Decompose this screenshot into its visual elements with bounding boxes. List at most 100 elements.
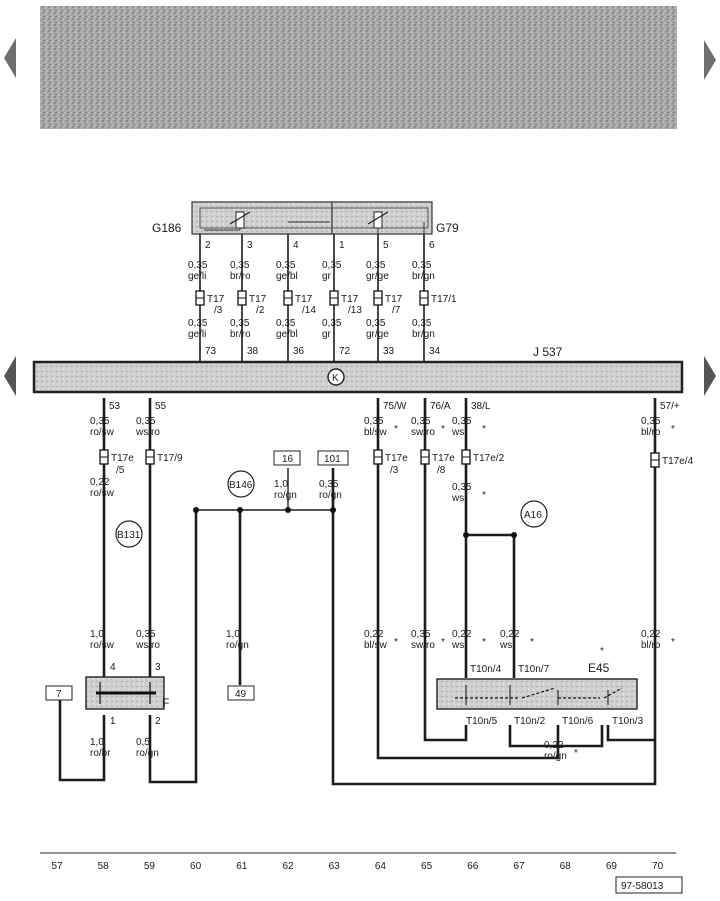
wire-color-label: gr bbox=[322, 329, 332, 340]
wire-color-label: ro/gn bbox=[226, 640, 249, 651]
connector-pin-label: /3 bbox=[390, 465, 399, 476]
wire-color-label: ge/li bbox=[188, 271, 206, 282]
wire-color-label: ro/sw bbox=[90, 488, 115, 499]
wire-size-label: 0,35 bbox=[188, 318, 208, 329]
sensor-pin-label: 5 bbox=[383, 240, 389, 251]
column-number: 64 bbox=[375, 861, 387, 872]
j537-lower-pin-label: 38/L bbox=[471, 401, 491, 412]
b131-splice bbox=[115, 520, 143, 548]
splice-dot bbox=[330, 507, 336, 513]
connector-label: T17 bbox=[249, 294, 267, 305]
right-arrow-top-icon bbox=[704, 40, 716, 80]
column-number: 63 bbox=[329, 861, 341, 872]
wire-color-label: ro/gn bbox=[274, 490, 297, 501]
splice-dot bbox=[463, 532, 469, 538]
relay-pin: 4 bbox=[110, 662, 116, 673]
column-number: 60 bbox=[190, 861, 202, 872]
left-arrow-mid-icon bbox=[4, 356, 16, 396]
wire-size-label: 0,35 bbox=[366, 260, 386, 271]
sensor-pin-label: 2 bbox=[205, 240, 211, 251]
ref-49-label: 49 bbox=[235, 689, 247, 700]
j537-bar bbox=[32, 360, 684, 394]
connector-label: T17/1 bbox=[431, 294, 457, 305]
note-star: * bbox=[441, 637, 445, 648]
column-number: 66 bbox=[467, 861, 479, 872]
sensor-pin-label: 4 bbox=[293, 240, 299, 251]
wire-size-label: 0,35 bbox=[319, 479, 339, 490]
column-number: 59 bbox=[144, 861, 156, 872]
wire-color-label: ro/sw bbox=[90, 640, 115, 651]
wire-size-label: 0,5 bbox=[136, 737, 150, 748]
right-arrow-mid-icon bbox=[704, 356, 716, 396]
wire-size-label: 0,22 bbox=[544, 740, 564, 751]
column-number: 69 bbox=[606, 861, 618, 872]
switch-pin-bottom: T10n/6 bbox=[562, 716, 594, 727]
wire-size-label: 0,35 bbox=[641, 416, 661, 427]
wire-color-label: br/ro bbox=[230, 329, 251, 340]
lower-wires bbox=[58, 398, 657, 786]
j537-lower-pin-label: 55 bbox=[155, 401, 167, 412]
column-number: 65 bbox=[421, 861, 433, 872]
wire-size-label: 0,35 bbox=[276, 260, 296, 271]
connector-pin-label: /3 bbox=[214, 305, 223, 316]
j537-lower-pin-label: 75/W bbox=[383, 401, 407, 412]
j537-pin-label: 34 bbox=[429, 346, 441, 357]
note-star: * bbox=[441, 424, 445, 435]
connector-label: T17e/2 bbox=[473, 453, 505, 464]
b131-label: B131 bbox=[117, 530, 141, 541]
e45-star: * bbox=[600, 646, 604, 657]
ref-16-box bbox=[273, 450, 301, 466]
note-star: * bbox=[482, 637, 486, 648]
column-number: 58 bbox=[98, 861, 110, 872]
wire-size-label: 0,35 bbox=[452, 416, 472, 427]
j537-lower-pin-label: 53 bbox=[109, 401, 121, 412]
wire-color-label: bl/sw bbox=[364, 640, 388, 651]
doc-number: 97-58013 bbox=[621, 881, 664, 892]
wire-size-label: 0,35 bbox=[452, 482, 472, 493]
wire-color-label: ws bbox=[451, 640, 464, 651]
doc-number-box bbox=[615, 876, 683, 894]
j537-label: J 537 bbox=[533, 345, 563, 359]
ref-101-label: 101 bbox=[324, 454, 341, 465]
ref-7-box bbox=[45, 685, 73, 701]
splice-dot bbox=[237, 507, 243, 513]
wire-color-label: br/ro bbox=[230, 271, 251, 282]
ref-16-label: 16 bbox=[282, 454, 294, 465]
splice-dot bbox=[511, 532, 517, 538]
wire-size-label: 0,35 bbox=[230, 260, 250, 271]
wire-color-label: ro/gn bbox=[544, 751, 567, 762]
j537-pin-label: 36 bbox=[293, 346, 305, 357]
column-number: 68 bbox=[560, 861, 572, 872]
wire-color-label: sw/ro bbox=[411, 640, 435, 651]
connector-pin-label: /7 bbox=[392, 305, 401, 316]
j537-lower-pin-label: 76/A bbox=[430, 401, 451, 412]
wire-color-label: gr/ge bbox=[366, 271, 389, 282]
b146-label: B146 bbox=[229, 480, 253, 491]
g79-label: G79 bbox=[436, 221, 459, 235]
connector-label: T17e/4 bbox=[662, 456, 694, 467]
note-star: * bbox=[574, 748, 578, 759]
wire-size-label: 1,0 bbox=[226, 629, 240, 640]
wire-size-label: 1,0 bbox=[90, 737, 104, 748]
wire-size-label: 0,35 bbox=[322, 318, 342, 329]
connector-label: T17 bbox=[385, 294, 403, 305]
note-star: * bbox=[482, 424, 486, 435]
wire-color-label: br/gn bbox=[412, 329, 435, 340]
lower-wire-labels: 0,35ro/sw0,35ws/ro0,35bl/sw*0,35sw/ro*0,… bbox=[90, 416, 694, 762]
column-number: 67 bbox=[513, 861, 525, 872]
wire-size-label: 0,35 bbox=[136, 416, 156, 427]
column-number: 70 bbox=[652, 861, 664, 872]
ground-symbol-label: K bbox=[332, 373, 339, 384]
ref-7-label: 7 bbox=[56, 689, 62, 700]
wire-size-label: 0,35 bbox=[90, 416, 110, 427]
wire-color-label: bl/ro bbox=[641, 427, 661, 438]
wire-size-label: 0,35 bbox=[412, 260, 432, 271]
g186-label: G186 bbox=[152, 221, 182, 235]
wire-size-label: 0,35 bbox=[411, 629, 431, 640]
wire-color-label: br/gn bbox=[412, 271, 435, 282]
j537-pin-label: 38 bbox=[247, 346, 259, 357]
column-number: 57 bbox=[51, 861, 63, 872]
switch-pin-top: T10n/4 bbox=[470, 664, 502, 675]
note-star: * bbox=[394, 424, 398, 435]
